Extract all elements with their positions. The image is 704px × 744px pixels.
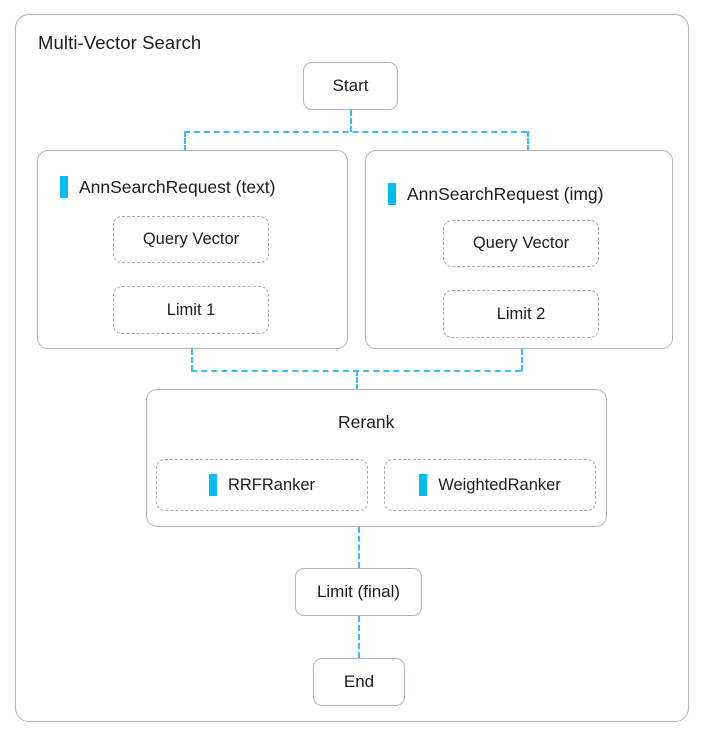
connector-merge-right <box>521 349 523 371</box>
sub-box-limit-2[interactable]: Limit 2 <box>443 290 599 338</box>
connector-split-left <box>184 131 186 151</box>
rrfranker-label: RRFRanker <box>227 475 316 494</box>
connector-start-down <box>350 110 352 132</box>
connector-rerank-to-limit <box>358 527 360 568</box>
group-rerank-header: Rerank <box>338 412 394 433</box>
sub-box-rrfranker[interactable]: RRFRanker <box>156 459 368 511</box>
connector-split-right <box>527 131 529 151</box>
sub-box-limit-1[interactable]: Limit 1 <box>113 286 269 334</box>
node-end[interactable]: End <box>313 658 405 706</box>
accent-bar-icon <box>60 176 68 198</box>
accent-bar-icon <box>388 183 396 205</box>
sub-box-label: Query Vector <box>142 230 240 248</box>
diagram-title: Multi-Vector Search <box>38 32 202 53</box>
node-start[interactable]: Start <box>303 62 398 110</box>
group-ann-text-label: AnnSearchRequest (text) <box>79 176 276 197</box>
sub-box-query-vector-img[interactable]: Query Vector <box>443 220 599 267</box>
connector-merge-left <box>191 349 193 371</box>
weightedranker-label: WeightedRanker <box>438 475 561 494</box>
accent-bar-icon <box>208 474 217 496</box>
sub-box-label: Query Vector <box>472 234 570 252</box>
group-ann-img-header: AnnSearchRequest (img) <box>388 183 603 205</box>
accent-bar-icon <box>419 474 428 496</box>
connector-merge-down <box>356 370 358 390</box>
group-ann-text-header: AnnSearchRequest (text) <box>60 176 276 198</box>
connector-split-bus <box>184 131 527 133</box>
node-limit-final[interactable]: Limit (final) <box>295 568 422 616</box>
sub-box-label: Limit 2 <box>496 304 546 323</box>
group-rerank-label: Rerank <box>338 412 395 432</box>
connector-limit-to-end <box>358 616 360 658</box>
group-ann-img-label: AnnSearchRequest (img) <box>407 183 604 204</box>
sub-box-label: Limit 1 <box>166 300 216 319</box>
weightedranker-content: WeightedRanker <box>419 474 561 496</box>
rrfranker-content: RRFRanker <box>208 474 316 496</box>
sub-box-query-vector-text[interactable]: Query Vector <box>113 216 269 263</box>
sub-box-weightedranker[interactable]: WeightedRanker <box>384 459 596 511</box>
